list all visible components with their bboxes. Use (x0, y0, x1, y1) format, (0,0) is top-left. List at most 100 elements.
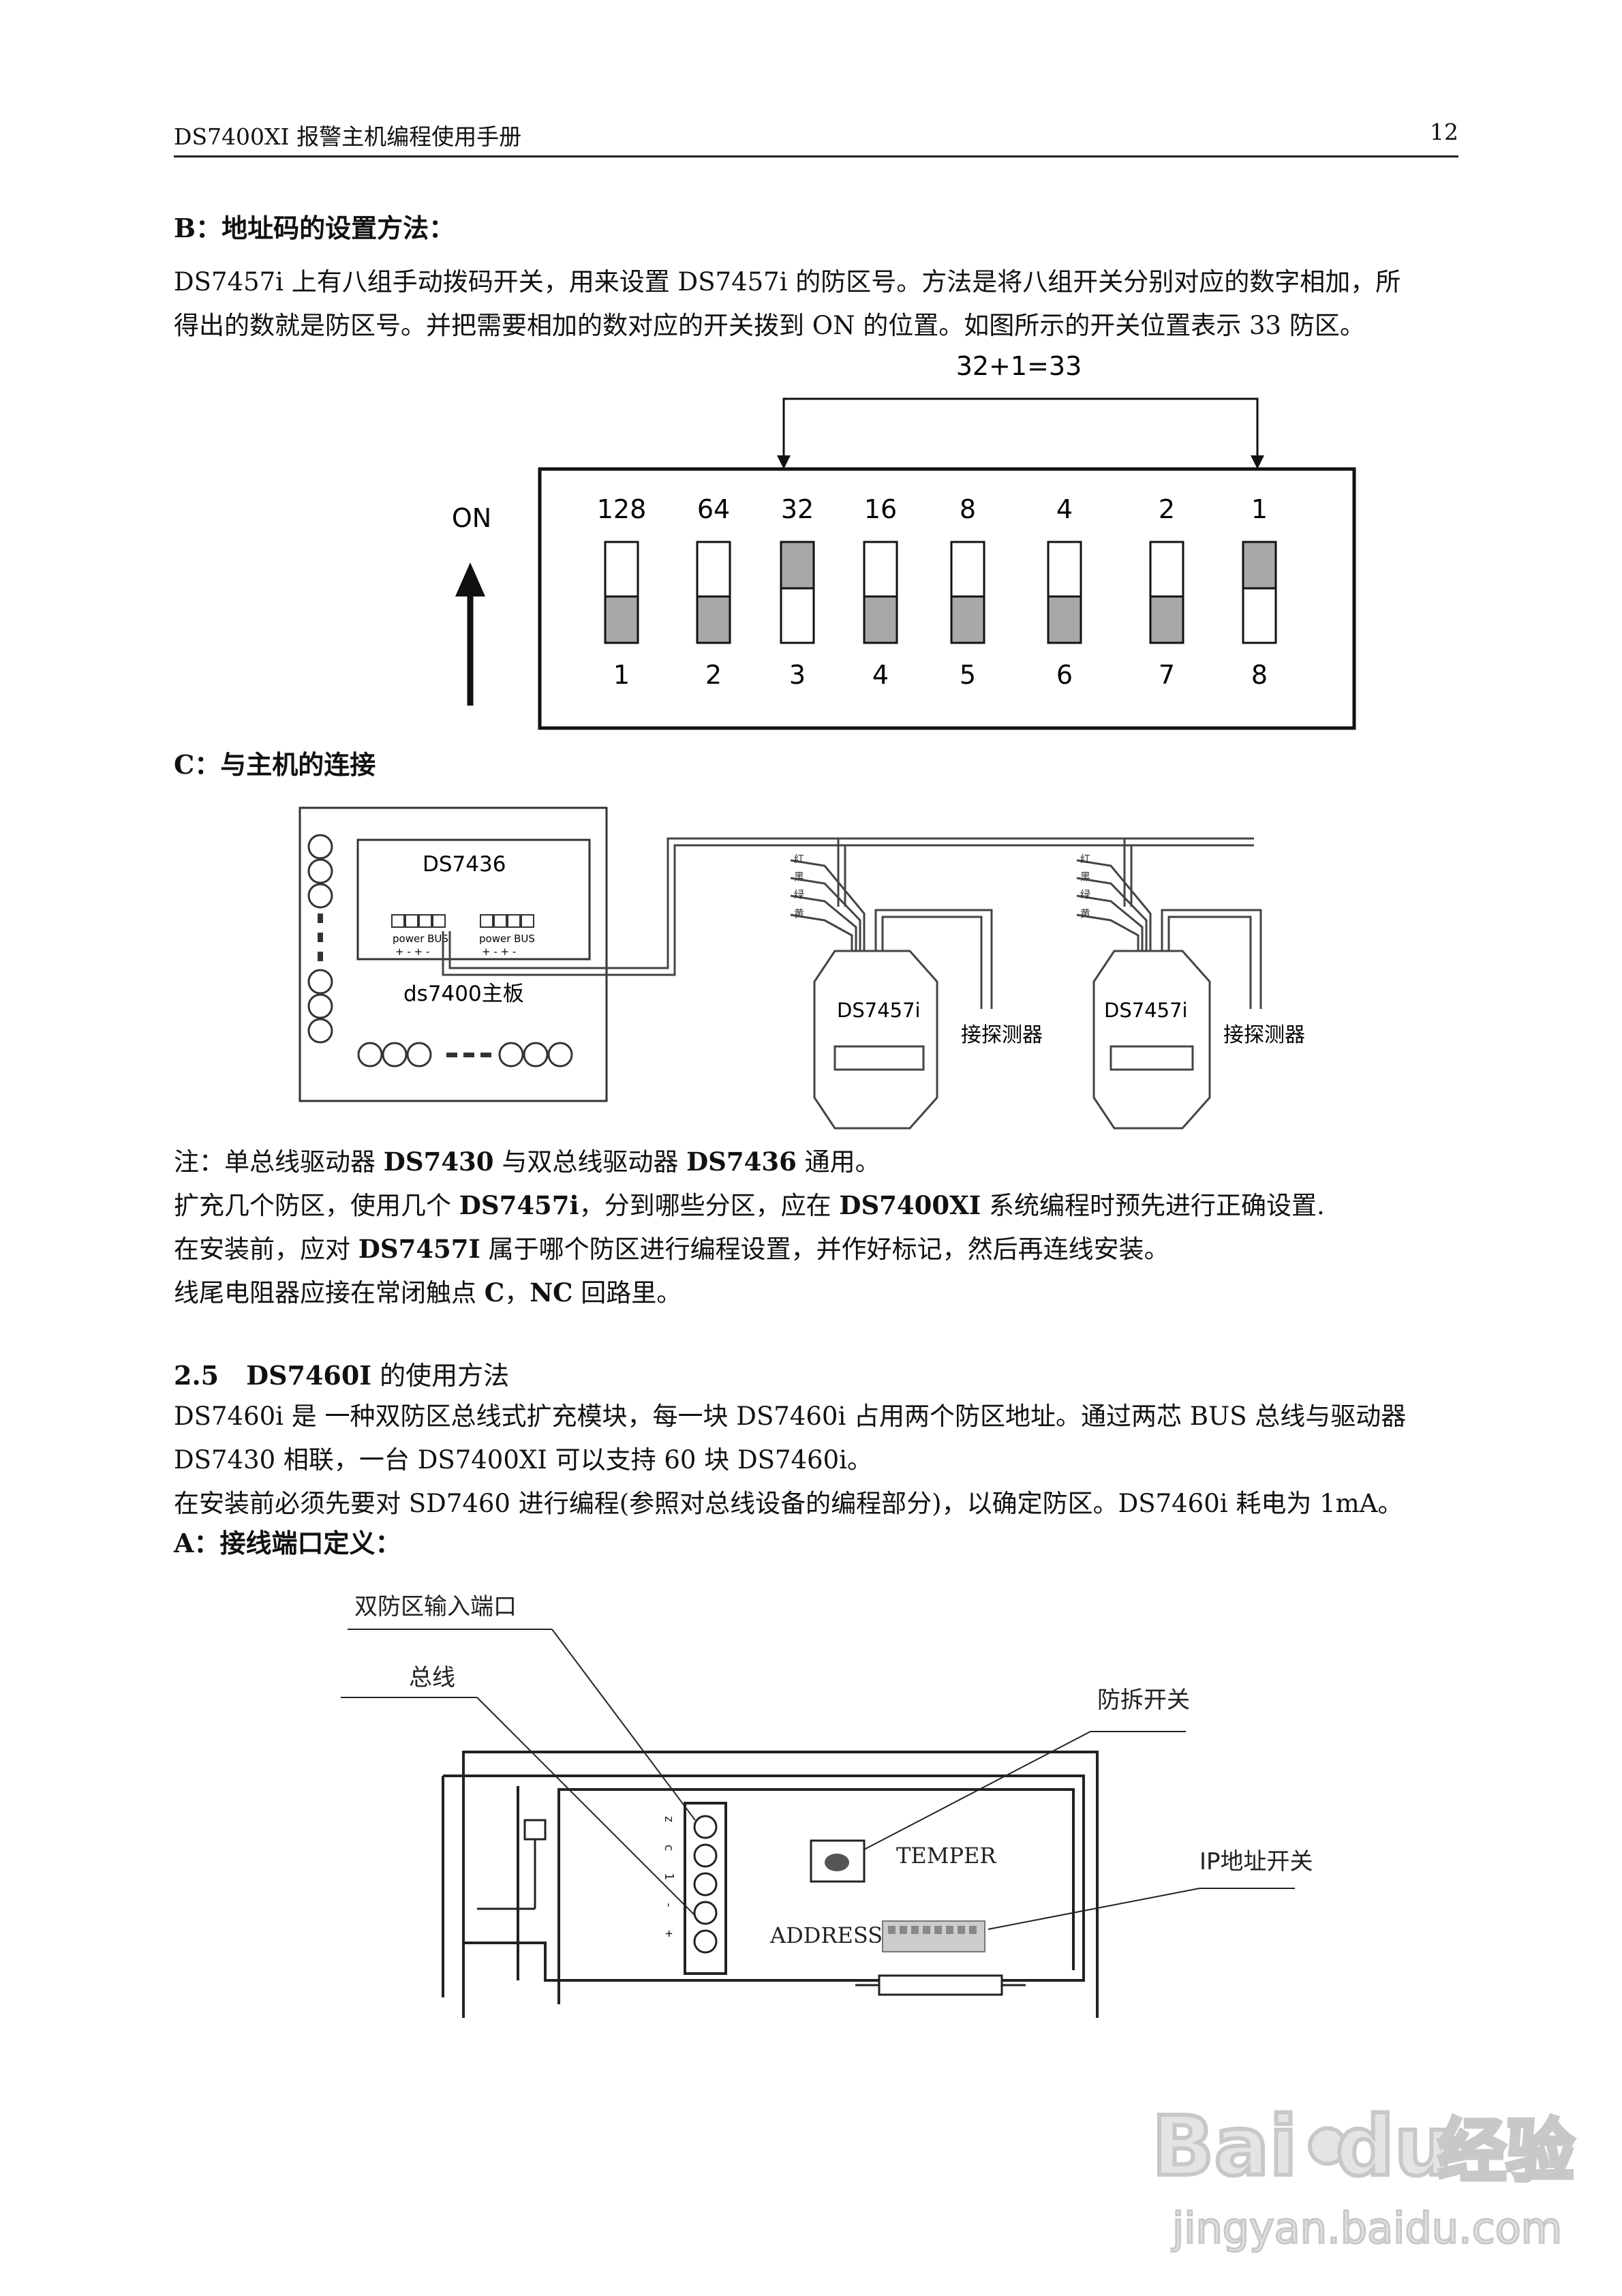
header-title: DS7400XI 报警主机编程使用手册 (174, 123, 522, 150)
dip-switch-7[interactable] (1149, 541, 1184, 644)
dip-toggle[interactable] (1047, 595, 1082, 644)
dip-switch-4[interactable] (863, 541, 898, 644)
section-2-5-para-2: DS7430 相联，一台 DS7400XI 可以支持 60 块 DS7460i。 (174, 1445, 872, 1475)
dip-value-label: 16 (864, 494, 897, 524)
section-2-5-para-1: DS7460i 是 一种双防区总线式扩充模块，每一块 DS7460i 占用两个防… (174, 1402, 1407, 1431)
wire-label: 绿 (1080, 888, 1090, 901)
polarity-label: + - + - (482, 946, 516, 958)
svg-text:c: c (662, 1844, 676, 1852)
watermark-cn: 经验 (1438, 2111, 1574, 2191)
dip-switch-6[interactable] (1047, 541, 1082, 644)
dip-toggle[interactable] (696, 595, 731, 644)
dip-toggle[interactable] (950, 595, 985, 644)
input-port-label: 双防区输入端口 (354, 1593, 517, 1620)
enclosure-outline (442, 1751, 1099, 2018)
tamper-button-icon (825, 1854, 849, 1871)
wire-label: 红 (1080, 853, 1090, 865)
dip-value-label: 4 (1056, 494, 1073, 524)
watermark-brand: Bai (1152, 2100, 1298, 2194)
watermark-url: jingyan.baidu.com (1171, 2203, 1562, 2253)
dots-icon (446, 1053, 491, 1057)
main-board-label: ds7400主板 (403, 982, 524, 1006)
polarity-label: + - + - (395, 946, 429, 958)
baidu-watermark: Bai du 经验 jingyan.baidu.com (1131, 2072, 1608, 2277)
dip-toggle[interactable] (780, 541, 815, 590)
tamper-label: TEMPER (896, 1843, 996, 1869)
page-number: 12 (1430, 119, 1458, 145)
dip-toggle[interactable] (1149, 595, 1184, 644)
wire-label: 红 (794, 853, 804, 865)
tamper-switch-label: 防拆开关 (1097, 1687, 1190, 1714)
arrow-up-icon (455, 562, 485, 596)
dip-number-label: 3 (789, 660, 806, 690)
paw-icon (1308, 2126, 1347, 2166)
module-label: DS7457i (837, 999, 921, 1022)
dip-value-label: 64 (697, 494, 730, 524)
ip-switch-label: IP地址开关 (1199, 1848, 1313, 1875)
module-slot (1110, 1045, 1194, 1071)
wire-label: 绿 (794, 888, 804, 901)
dip-number-label: 4 (872, 660, 889, 690)
svg-text:+: + (662, 1930, 676, 1937)
watermark-brand-2: du (1336, 2100, 1452, 2194)
wire-label: 黑 (794, 871, 804, 883)
note-3: 在安装前，应对 DS7457I 属于哪个防区进行编程设置，并作好标记，然后再连线… (174, 1234, 1169, 1264)
arrow-down-icon (777, 455, 791, 469)
wire-label: 黄 (1080, 907, 1090, 920)
left-terminal-column (307, 834, 333, 1044)
terminal-blocks (391, 914, 534, 928)
dip-switch-8[interactable] (1242, 541, 1277, 644)
dip-value-label: 8 (960, 494, 976, 524)
ds7436-label: DS7436 (423, 852, 506, 877)
ds7457i-module (1092, 950, 1211, 1130)
terminal-screws (693, 1815, 718, 1954)
dip-number-label: 2 (705, 660, 722, 690)
connection-diagram: DS7436 power BUS power BUS + - + - + - +… (299, 806, 1305, 1130)
dip-sum-label: 32+1=33 (956, 351, 1082, 381)
dip-toggle[interactable] (1242, 541, 1277, 590)
dip-number-label: 7 (1159, 660, 1175, 690)
section-b-para-2: 得出的数就是防区号。并把需要相加的数对应的开关拨到 ON 的位置。如图所示的开关… (174, 311, 1365, 340)
section-2-5-para-3: 在安装前必须先要对 SD7460 进行编程(参照对总线设备的编程部分)，以确定防… (174, 1489, 1403, 1518)
dip-toggle[interactable] (863, 595, 898, 644)
note-2: 扩充几个防区，使用几个 DS7457i，分到哪些分区，应在 DS7400XI 系… (174, 1190, 1325, 1220)
dots-icon (318, 913, 323, 961)
dip-switch-3[interactable] (780, 541, 815, 644)
address-dip-switch (882, 1920, 985, 1952)
dip-value-label: 1 (1251, 494, 1268, 524)
dip-value-label: 128 (597, 494, 647, 524)
note-4: 线尾电阻器应接在常闭触点 C，NC 回路里。 (174, 1278, 682, 1308)
address-label: ADDRESS (769, 1922, 883, 1948)
dip-segments-icon (888, 1926, 977, 1934)
note-1: 注：单总线驱动器 DS7430 与双总线驱动器 DS7436 通用。 (174, 1147, 881, 1177)
resistor (878, 1974, 1003, 1996)
page-header: DS7400XI 报警主机编程使用手册 12 (174, 115, 1458, 157)
dip-toggle[interactable] (604, 595, 639, 644)
dip-switch-5[interactable] (950, 541, 985, 644)
svg-text:1: 1 (662, 1873, 676, 1880)
wire-label: 黄 (794, 907, 804, 920)
svg-text:z: z (662, 1815, 676, 1823)
bus-label: 总线 (409, 1664, 455, 1691)
bottom-terminal-row (357, 1042, 573, 1068)
section-b-para-1: DS7457i 上有八组手动拨码开关，用来设置 DS7457i 的防区号。方法是… (174, 267, 1401, 297)
section-c-title: C：与主机的连接 (174, 749, 376, 780)
dip-number-label: 6 (1056, 660, 1073, 690)
power-bus-label: power BUS (479, 933, 535, 945)
module-label: DS7457i (1104, 999, 1188, 1022)
dip-switch-box (538, 467, 1356, 730)
power-bus-label: power BUS (393, 933, 448, 945)
dip-switch-1[interactable] (604, 541, 639, 644)
dip-number-label: 5 (960, 660, 976, 690)
detector-label: 接探测器 (1223, 1023, 1305, 1047)
wire-label: 黑 (1080, 871, 1090, 883)
dip-value-label: 32 (781, 494, 814, 524)
dip-switch-2[interactable] (696, 541, 731, 644)
ds7436-card (356, 839, 591, 961)
detector-label: 接探测器 (961, 1023, 1043, 1047)
dip-number-label: 8 (1251, 660, 1268, 690)
module-slot (833, 1045, 925, 1071)
section-b-title: B：地址码的设置方法： (174, 213, 455, 243)
on-label: ON (452, 503, 491, 533)
